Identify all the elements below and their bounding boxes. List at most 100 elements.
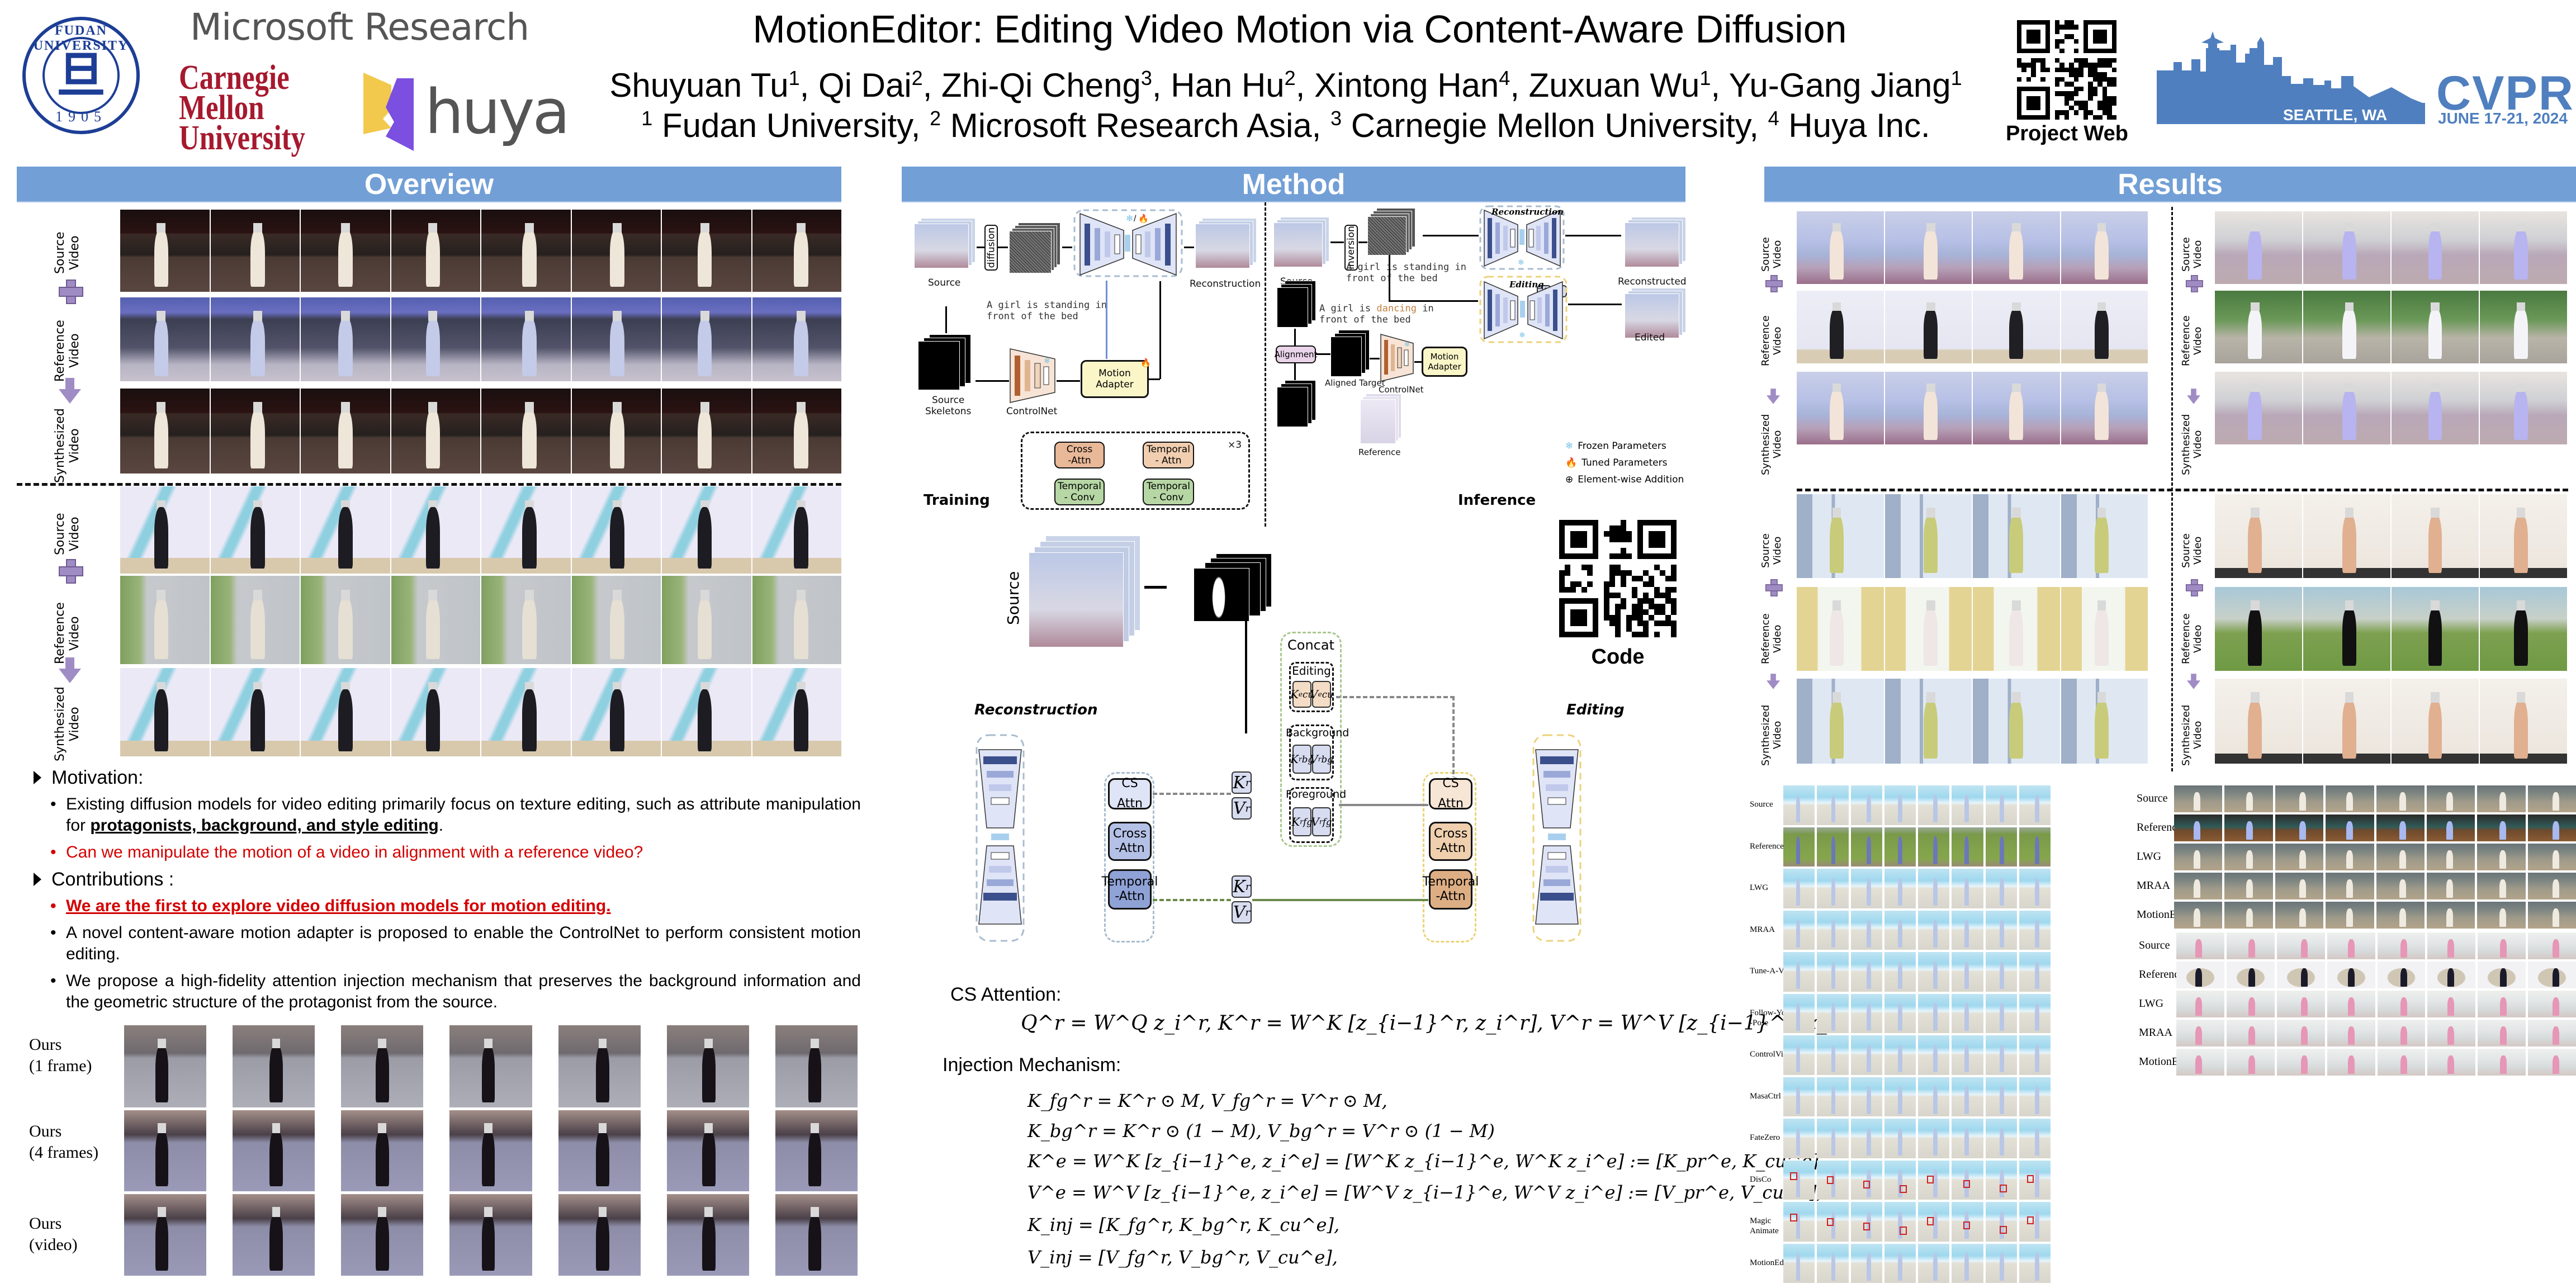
person-figure: [2499, 850, 2507, 869]
person-figure: [2447, 1055, 2454, 1074]
fudan-logo-year: 1905: [55, 108, 107, 125]
blurred-face: [157, 590, 166, 601]
video-frame: [301, 576, 390, 664]
person-figure: [2446, 879, 2454, 898]
person-figure: [2248, 968, 2255, 987]
person-figure: [2035, 961, 2040, 989]
down-arrow-icon: [1767, 389, 1780, 404]
alignment-box: Alignment: [1275, 345, 1317, 363]
video-frame: [2176, 1020, 2224, 1046]
project-web-qr-code[interactable]: [2017, 20, 2116, 120]
video-frame: [301, 668, 390, 756]
person-figure: [2299, 821, 2307, 840]
video-frame: [2176, 1049, 2224, 1076]
person-figure: [1831, 1253, 1836, 1281]
cross-attn-block-right: Cross-Attn: [1429, 822, 1472, 861]
video-frame: [1850, 1077, 1882, 1116]
cmu-logo-line: University: [179, 119, 305, 157]
video-frame: [1817, 1077, 1849, 1116]
arrow: [1294, 329, 1296, 345]
reconstruction-unet-label: Reconstruction: [1491, 207, 1564, 217]
person-figure: [697, 318, 712, 376]
person-figure: [2347, 1055, 2355, 1074]
video-frame: [1918, 785, 1950, 825]
blurred-face: [340, 590, 350, 601]
legend-frozen: ❄Frozen Parameters: [1565, 441, 1666, 452]
author: Zuxuan Wu1,: [1528, 67, 1729, 104]
video-frame: [1783, 1243, 1815, 1283]
person-figure: [2195, 968, 2203, 987]
blurred-face: [158, 1038, 167, 1049]
person-figure: [1830, 389, 1844, 441]
video-frame: [481, 486, 571, 574]
arrow: [1106, 281, 1107, 359]
legend-tuned: 🔥Tuned Parameters: [1565, 457, 1668, 468]
person-figure: [1924, 389, 1938, 441]
person-figure: [1831, 920, 1836, 948]
person-figure: [2000, 1086, 2005, 1114]
recon-attn-group: [1104, 772, 1154, 943]
video-frame: [233, 1194, 315, 1276]
author: Qi Dai2,: [818, 67, 942, 104]
blurred-face: [525, 222, 534, 233]
overview-synthesized-strip-1: [120, 389, 841, 473]
arrow: [1062, 247, 1072, 248]
person-figure: [1897, 1253, 1902, 1281]
blurred-face: [484, 1038, 493, 1049]
person-figure: [338, 596, 353, 659]
video-frame: [752, 576, 841, 664]
person-figure: [1796, 836, 1801, 864]
video-frame: [2527, 844, 2576, 870]
reference-frames-stack: [1360, 394, 1402, 444]
video-frame: [1783, 869, 1815, 908]
cs-attention-equation: Q^r = W^Q z_i^r, K^r = W^K [z_{i−1}^r, z…: [1021, 1012, 1868, 1035]
blurred-face: [2097, 383, 2106, 392]
person-figure: [1796, 920, 1801, 948]
artifact-highlight-box: [1926, 1175, 1934, 1184]
person-figure: [2552, 850, 2559, 869]
blurred-face: [2345, 222, 2354, 232]
video-frame: [666, 1110, 749, 1191]
person-figure: [2447, 1026, 2454, 1045]
video-frame: [2275, 873, 2324, 899]
cs-attention-heading: CS Attention:: [950, 984, 1062, 1005]
blurred-face: [1832, 222, 1841, 232]
video-frame: [1884, 993, 1916, 1033]
person-figure: [2000, 1003, 2005, 1031]
artifact-highlight-box: [2026, 1175, 2034, 1183]
person-figure: [2193, 792, 2200, 811]
video-frame: [2327, 1020, 2375, 1046]
person-figure: [2342, 514, 2357, 573]
person-figure: [2400, 1055, 2407, 1074]
video-frame: [571, 576, 661, 664]
video-frame: [2426, 844, 2475, 870]
blurred-face: [2431, 692, 2440, 703]
video-frame: [210, 297, 300, 381]
person-figure: [596, 1214, 609, 1271]
svg-text:❄: ❄: [1404, 340, 1410, 348]
person-figure: [2035, 794, 2040, 823]
person-figure: [2346, 850, 2354, 869]
person-figure: [2195, 939, 2203, 958]
code-qr-code[interactable]: [1559, 520, 1677, 637]
arrow: [1330, 242, 1344, 243]
video-frame: [2527, 785, 2576, 812]
person-figure: [338, 318, 353, 376]
video-frame: [2480, 679, 2567, 764]
video-frame: [1884, 494, 1972, 578]
blurred-face: [1926, 600, 1935, 610]
blurred-face: [157, 222, 166, 233]
person-figure: [1866, 1169, 1871, 1197]
video-frame: [2303, 291, 2390, 363]
artifact-highlight-box: [1826, 1218, 1834, 1226]
person-figure: [1866, 836, 1871, 864]
contribution-item: We propose a high-fidelity attention inj…: [34, 970, 861, 1013]
video-frame: [2480, 291, 2567, 363]
arrow: [1568, 304, 1622, 305]
comparison-row-label: MRAA: [2139, 1026, 2173, 1039]
blurred-face: [525, 590, 534, 601]
snowflake-icon: ❄: [1565, 441, 1574, 452]
video-frame: [2376, 902, 2425, 929]
